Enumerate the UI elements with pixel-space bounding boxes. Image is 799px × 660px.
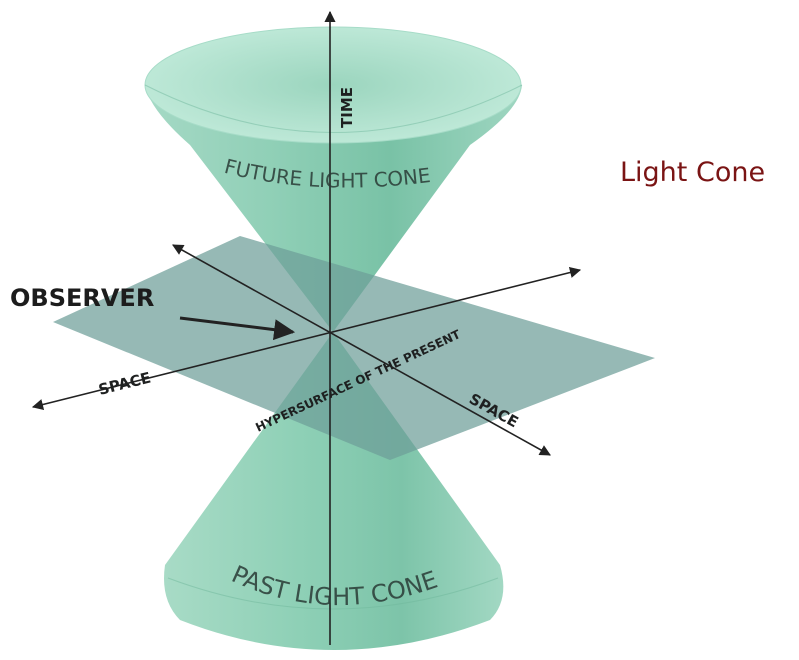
space-axis-2 xyxy=(31,267,582,410)
observer-label: OBSERVER xyxy=(10,284,154,312)
future-light-cone xyxy=(144,26,523,332)
past-light-cone xyxy=(164,332,504,650)
diagram-title: Light Cone xyxy=(620,157,766,188)
observer-arrow xyxy=(179,316,296,341)
time-label: TIME xyxy=(338,87,356,128)
space-label-left: SPACE xyxy=(97,369,153,399)
hypersurface-plane xyxy=(53,236,655,460)
